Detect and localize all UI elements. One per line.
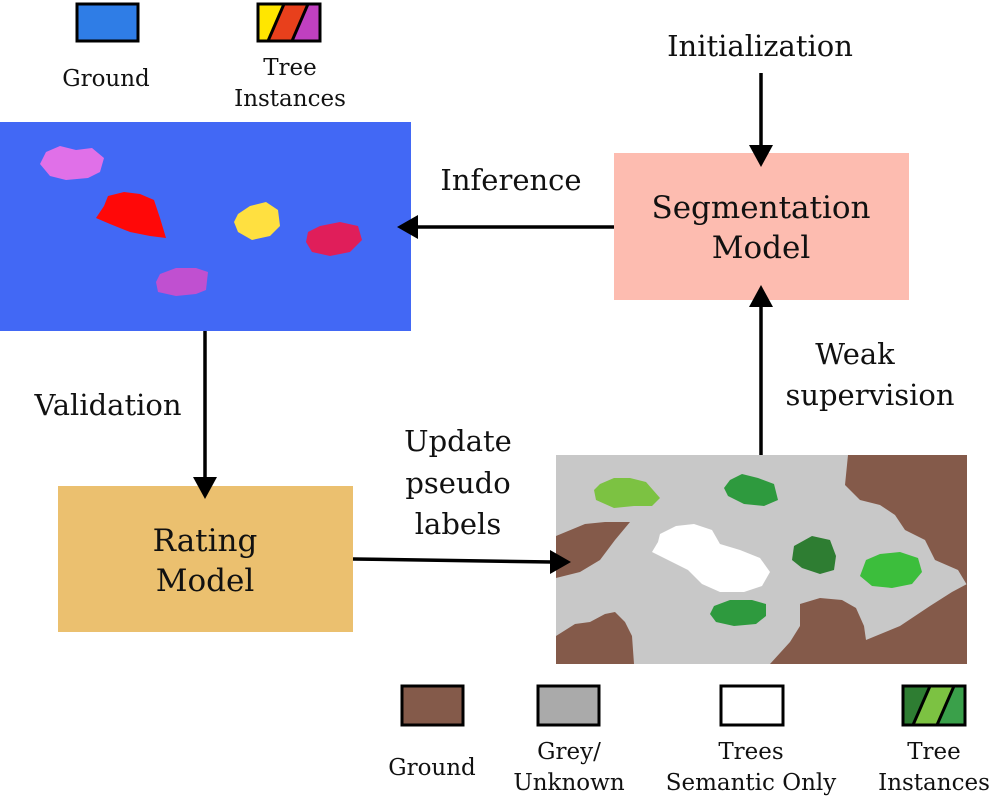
- tree-blob-light-green: [594, 478, 660, 508]
- arrow-weak-supervision-head: [749, 285, 773, 307]
- legend-bottom-tree-label-1: Tree: [907, 739, 961, 765]
- tree-blob-pink: [40, 146, 104, 180]
- legend-bottom-trees-semantic-label-2: Semantic Only: [666, 770, 837, 796]
- tree-blob-crimson: [306, 222, 362, 256]
- tree-blob-violet: [156, 268, 208, 296]
- legend-bottom-grey-label-1: Grey/: [537, 739, 601, 765]
- arrow-validation-head: [193, 477, 217, 499]
- edge-label-update-2: pseudo: [405, 466, 510, 500]
- legend-top-ground-label: Ground: [62, 66, 150, 92]
- prediction-image: [0, 122, 411, 331]
- ground-region-bottom-left: [556, 612, 634, 664]
- arrow-initialization-head: [749, 145, 773, 167]
- edge-label-update-1: Update: [404, 424, 512, 458]
- legend-bottom-trees-semantic-swatch: [719, 684, 785, 727]
- rating-model-node: Rating Model: [58, 486, 353, 632]
- legend-top-ground-swatch: [75, 2, 140, 43]
- edge-label-weak-2: supervision: [785, 378, 954, 412]
- ground-region-top-right: [845, 455, 967, 585]
- legend-bottom-trees-semantic: Trees Semantic Only: [666, 684, 837, 796]
- segmentation-model-node: Segmentation Model: [614, 153, 909, 300]
- edge-label-weak-1: Weak: [815, 337, 895, 371]
- tree-blob-white: [652, 524, 770, 592]
- segmentation-model-label-1: Segmentation: [651, 190, 870, 226]
- legend-bottom-ground-label: Ground: [388, 755, 476, 781]
- legend-top-ground: Ground: [62, 2, 150, 92]
- legend-top-tree-instances-swatch: [258, 4, 320, 41]
- legend-bottom-tree-label-2: Instances: [878, 770, 990, 796]
- tree-blob-bright-green: [860, 552, 922, 588]
- rating-model-label-2: Model: [156, 563, 255, 599]
- legend-bottom-ground: Ground: [388, 684, 476, 781]
- tree-blob-red: [96, 192, 166, 238]
- tree-blob-green-2: [710, 600, 766, 626]
- legend-bottom-grey-label-2: Unknown: [513, 770, 624, 796]
- legend-bottom-grey: Grey/ Unknown: [513, 684, 625, 796]
- legend-bottom-tree-instances: Tree Instances: [878, 684, 990, 796]
- pseudo-label-image: [556, 455, 967, 664]
- legend-bottom-tree-instances-swatch: [903, 686, 965, 725]
- segmentation-model-label-2: Model: [712, 230, 811, 266]
- rating-model-label-1: Rating: [153, 523, 258, 559]
- legend-bottom-grey-swatch: [536, 684, 601, 727]
- edge-label-update-3: labels: [415, 507, 501, 541]
- edge-label-validation: Validation: [33, 388, 181, 422]
- legend-bottom-trees-semantic-label-1: Trees: [718, 739, 783, 765]
- legend-top-tree-label-1: Tree: [263, 55, 317, 81]
- legend-bottom-ground-swatch: [400, 684, 465, 727]
- legend-top-tree-label-2: Instances: [234, 86, 346, 112]
- edge-label-inference: Inference: [440, 163, 581, 197]
- arrow-update: [352, 557, 553, 564]
- legend-top-tree-instances: Tree Instances: [234, 2, 346, 112]
- arrow-inference-head: [397, 215, 418, 239]
- arrow-update-head: [550, 550, 571, 574]
- ground-region-bottom-right: [770, 584, 967, 664]
- tree-blob-green-1: [724, 474, 778, 506]
- edge-label-initialization: Initialization: [667, 29, 853, 63]
- tree-blob-dark-green: [792, 536, 836, 574]
- ground-region-left: [556, 522, 630, 578]
- tree-blob-yellow: [234, 202, 280, 240]
